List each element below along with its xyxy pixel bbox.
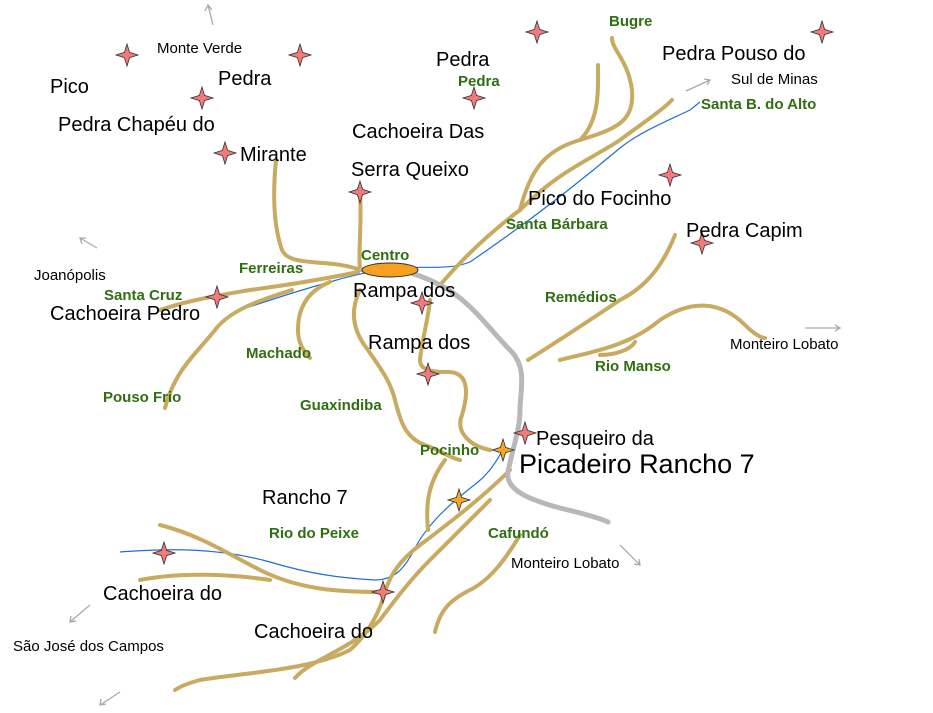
direction-arrows (69, 3, 842, 706)
place-label-monte-verde: Monte Verde (157, 40, 243, 57)
neighborhood-label-centro: Centro (361, 247, 410, 264)
road-north-main (438, 98, 674, 287)
place-label-cachoeira-pedro: Cachoeira Pedro (50, 303, 201, 325)
paved-road (359, 265, 611, 525)
neighborhood-label-santa-barbara: Santa Bárbara (506, 216, 608, 233)
four-point-star-icon[interactable] (810, 20, 834, 44)
place-label-cachoeira-do-1: Cachoeira do (103, 583, 222, 605)
four-point-star-icon[interactable] (288, 43, 312, 67)
direction-label-monteiro-lobato-right: Monteiro Lobato (730, 336, 839, 353)
place-label-cachoeira-do-2: Cachoeira do (254, 621, 373, 643)
place-label-pedra-capim: Pedra Capim (686, 220, 803, 242)
arrow-icon (69, 604, 91, 623)
place-label-pedra-left: Pedra (218, 68, 272, 90)
arrow-icon (99, 691, 121, 706)
place-label-mirante: Mirante (240, 145, 307, 165)
road-rio-peixe (173, 468, 512, 692)
neighborhood-label-santa-b-alto: Santa B. do Alto (701, 96, 817, 113)
four-point-star-icon[interactable] (462, 86, 486, 110)
arrow-icon (79, 237, 98, 249)
place-label-pedra-top: Pedra (436, 49, 490, 71)
road-bugre-2 (578, 63, 601, 142)
neighborhood-label-remedios: Remédios (545, 289, 617, 306)
place-label-picadeiro: Picadeiro Rancho 7 (519, 449, 755, 479)
four-point-star-icon[interactable] (658, 163, 682, 187)
place-label-serra-queixo: Serra Queixo (351, 159, 469, 181)
direction-label-sao-jose: São José dos Campos (13, 638, 164, 655)
neighborhood-label-pocinho: Pocinho (420, 442, 480, 459)
place-label-cachoeira-das: Cachoeira Das (352, 121, 485, 143)
neighborhood-label-pedra: Pedra (458, 73, 500, 90)
neighborhood-label-pouso-frio: Pouso Frio (103, 389, 182, 406)
place-label-pedra-pouso: Pedra Pouso do (662, 43, 806, 65)
four-point-star-icon[interactable] (371, 580, 395, 604)
place-label-pico-focinho: Pico do Focinho (528, 188, 672, 210)
neighborhood-label-rio-manso: Rio Manso (595, 358, 671, 375)
neighborhood-label-guaxindiba: Guaxindiba (300, 397, 382, 414)
neighborhood-label-cafundo: Cafundó (488, 525, 549, 542)
road-guaxindiba (351, 288, 462, 462)
road-cafundo-2 (433, 533, 522, 634)
place-label-pico: Pico (50, 76, 89, 98)
arrow-icon (805, 324, 842, 332)
road-machado (296, 280, 332, 360)
direction-label-joanopolis: Joanópolis (34, 267, 106, 284)
arrow-icon (685, 78, 712, 92)
road-rio-manso (558, 303, 767, 362)
four-point-star-icon[interactable] (213, 141, 237, 165)
arrow-icon (204, 3, 214, 26)
river-south (119, 444, 506, 581)
place-label-rampa-dos-1: Rampa dos (353, 280, 456, 302)
dirt-roads (138, 36, 767, 692)
road-rio-manso-2 (598, 340, 637, 357)
road-santa-cruz (158, 270, 360, 312)
road-pouso-frio (163, 288, 294, 410)
four-point-star-icon[interactable] (205, 285, 229, 309)
four-point-star-icon[interactable] (525, 20, 549, 44)
road-rampa (418, 298, 492, 452)
neighborhood-label-rio-do-peixe: Rio do Peixe (269, 525, 360, 542)
arrow-icon (619, 544, 641, 566)
place-label-pesqueiro: Pesqueiro da (536, 428, 654, 450)
road-remedios (526, 233, 677, 362)
place-label-rampa-dos-2: Rampa dos (368, 332, 471, 354)
ellipse-icon[interactable] (361, 262, 419, 278)
neighborhood-label-santa-cruz: Santa Cruz (104, 287, 183, 304)
direction-label-sul-de-minas: Sul de Minas (731, 71, 818, 88)
place-label-rancho7: Rancho 7 (262, 487, 348, 509)
road-pocinho (425, 458, 447, 532)
place-label-pedra-chapeu: Pedra Chapéu do (58, 114, 215, 136)
neighborhood-label-bugre: Bugre (609, 13, 653, 30)
road-ferreiras (272, 158, 362, 272)
road-cachoeira-2 (138, 572, 272, 582)
four-point-star-icon[interactable] (152, 541, 176, 565)
direction-label-monteiro-lobato-bottom: Monteiro Lobato (511, 555, 620, 572)
road-cachoeira (158, 523, 382, 594)
neighborhood-label-ferreiras: Ferreiras (239, 260, 304, 277)
four-point-star-icon[interactable] (115, 43, 139, 67)
road-cafundo (293, 498, 492, 680)
four-point-star-icon[interactable] (348, 180, 372, 204)
neighborhood-label-machado: Machado (246, 345, 312, 362)
four-point-star-icon[interactable] (190, 86, 214, 110)
road-bugre (518, 36, 635, 212)
